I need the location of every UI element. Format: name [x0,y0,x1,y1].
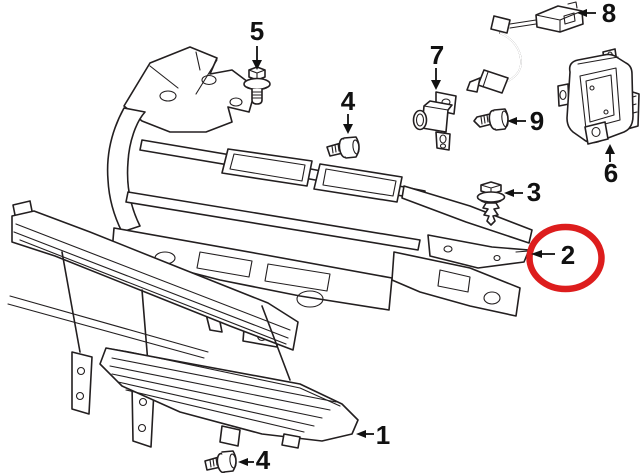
bolt-part-5 [243,66,271,105]
sensor-lens [412,109,428,131]
hole [443,245,453,253]
grille-leg [71,351,93,415]
sensor-part-7 [412,91,457,151]
hole [493,254,501,262]
hole [138,397,148,407]
bolt-part-4-upper [326,136,360,159]
callout-arrows [238,9,615,466]
callout-label-4-lower: 4 [255,445,271,473]
harness-connector [535,5,584,33]
hole [159,90,177,102]
clip-part-3 [476,181,506,226]
callout-label-1: 1 [375,420,391,450]
callout-arrow-5 [252,46,262,70]
hole [591,126,601,138]
callout-arrow-2 [531,250,555,258]
callout-arrow-4-lower [238,458,254,466]
callout-label-4-upper: 4 [340,86,356,116]
callout-label-2: 2 [560,240,576,270]
shield-plate [123,46,257,133]
callout-arrow-3 [504,189,523,197]
hole [483,291,501,305]
hole [76,366,86,376]
hole [439,143,447,149]
callout-arrow-1 [356,430,374,438]
harness-plug [477,69,509,94]
callout-label-7: 7 [429,40,445,70]
bolt-part-9 [473,108,509,131]
actuator-part-6 [557,48,640,145]
hole [137,423,147,433]
callout-arrow-4-upper [343,114,353,134]
callout-label-6: 6 [603,158,619,188]
harness-part-8 [466,1,584,94]
callout-label-8: 8 [601,0,617,28]
callout-label-5: 5 [249,16,265,46]
hole [201,74,217,86]
grille-slat-panel [99,347,359,442]
callout-arrow-7 [431,68,441,90]
highlight-ellipse [526,223,605,293]
hole [559,89,567,101]
callout-arrow-6 [605,144,615,162]
callout-arrow-8 [577,9,596,17]
hole [296,290,324,308]
callout-label-3: 3 [526,177,542,207]
bolt-part-4-lower [204,450,237,473]
callout-arrow-9 [507,117,526,125]
radiator-support-assembly [106,46,533,348]
front-grille [7,200,359,449]
support-arm-part-2 [427,234,530,269]
hole [229,97,243,107]
hole [75,391,85,401]
hole [439,134,447,144]
callout-label-9: 9 [529,106,545,136]
